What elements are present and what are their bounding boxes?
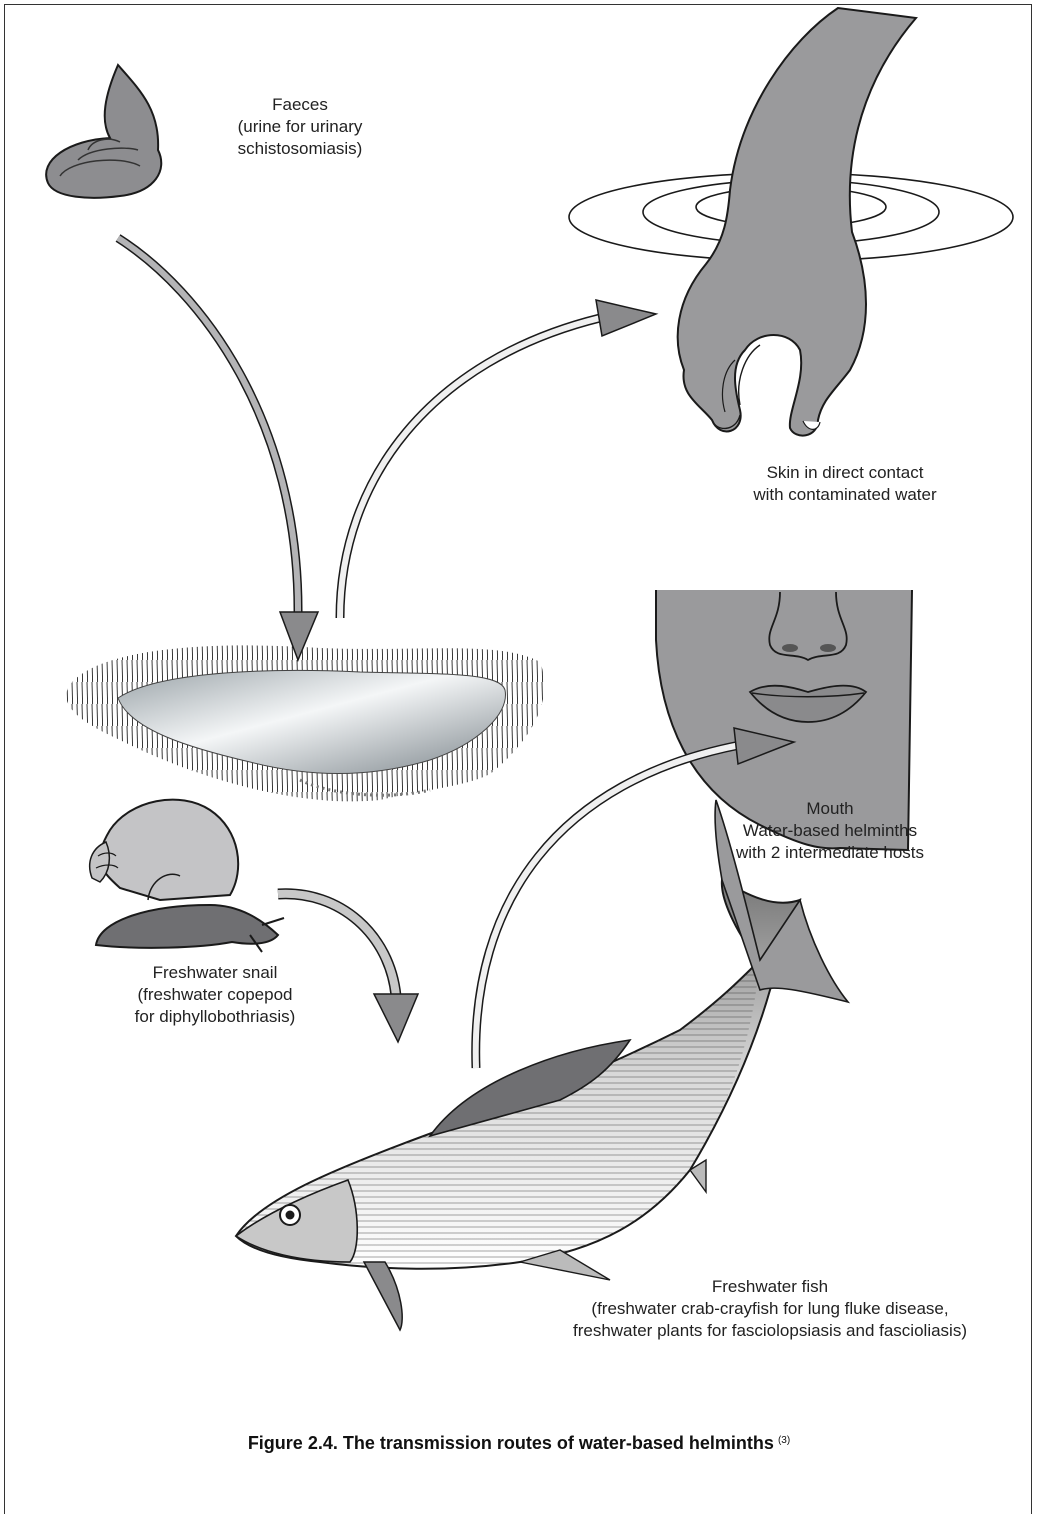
figure-caption-text: Figure 2.4. The transmission routes of w…: [248, 1433, 774, 1453]
snail-icon: [90, 800, 284, 952]
figure-caption-reference: (3): [778, 1435, 790, 1446]
skin-label-line-1: Skin in direct contact: [725, 462, 965, 484]
mouth-label-line-1: Mouth: [690, 798, 970, 820]
arrow-pond-to-hand: [340, 300, 656, 618]
snail-label: Freshwater snail (freshwater copepod for…: [90, 962, 340, 1028]
fish-label-line-2: (freshwater crab-crayfish for lung fluke…: [520, 1298, 1020, 1320]
faeces-label-line-3: schistosomiasis): [190, 138, 410, 160]
snail-label-line-2: (freshwater copepod: [90, 984, 340, 1006]
pond-icon: [66, 645, 544, 801]
fish-icon: [236, 800, 848, 1330]
skin-label-line-2: with contaminated water: [725, 484, 965, 506]
hand-in-water-icon: [569, 8, 1013, 436]
fish-label: Freshwater fish (freshwater crab-crayfis…: [520, 1276, 1020, 1342]
snail-label-line-3: for diphyllobothriasis): [90, 1006, 340, 1028]
faeces-label-line-1: Faeces: [190, 94, 410, 116]
faeces-icon: [46, 65, 161, 198]
faeces-label-line-2: (urine for urinary: [190, 116, 410, 138]
skin-label: Skin in direct contact with contaminated…: [725, 462, 965, 506]
mouth-label-line-2: Water-based helminths: [690, 820, 970, 842]
arrow-faeces-to-pond: [118, 238, 318, 660]
fish-label-line-3: freshwater plants for fasciolopsiasis an…: [520, 1320, 1020, 1342]
mouth-label: Mouth Water-based helminths with 2 inter…: [690, 798, 970, 864]
snail-label-line-1: Freshwater snail: [90, 962, 340, 984]
mouth-label-line-3: with 2 intermediate hosts: [690, 842, 970, 864]
figure-caption: Figure 2.4. The transmission routes of w…: [0, 1433, 1038, 1454]
faeces-label: Faeces (urine for urinary schistosomiasi…: [190, 94, 410, 160]
fish-label-line-1: Freshwater fish: [520, 1276, 1020, 1298]
